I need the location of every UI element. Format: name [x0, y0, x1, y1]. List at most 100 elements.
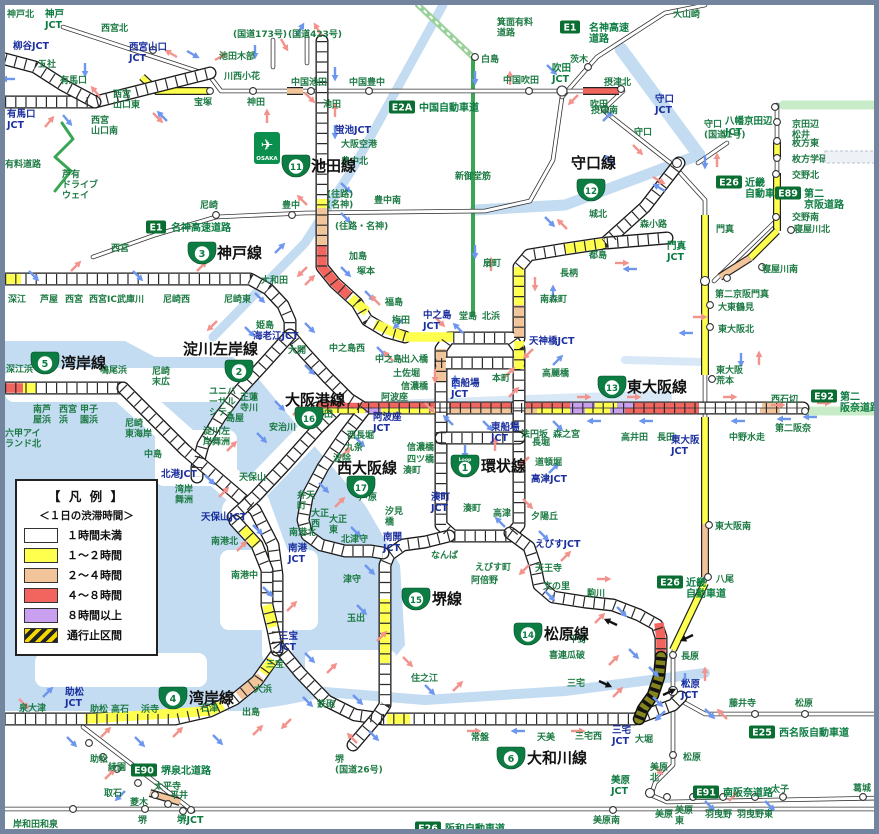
svg-text:E92: E92 — [814, 392, 834, 403]
route-badge-15: 15 — [401, 587, 431, 611]
interchange-dot — [288, 211, 296, 219]
interchange-dot — [723, 274, 731, 282]
congestion-segment — [239, 525, 261, 549]
place-label: 福島 — [384, 296, 403, 308]
place-label: 西宮 — [65, 293, 83, 305]
place-label: 神田 — [247, 96, 265, 108]
congestion-segment — [373, 319, 407, 342]
place-label: 深江 — [8, 293, 26, 305]
traffic-direction-arrow-icon — [104, 768, 116, 780]
expressway-road-fill — [696, 141, 729, 165]
route-name-label: 大和川線 — [527, 749, 587, 767]
traffic-direction-arrow-icon — [256, 432, 268, 444]
route-badge-3: 3 — [187, 241, 217, 265]
hanshin-road-fill — [297, 403, 389, 559]
traffic-direction-arrow-icon — [244, 326, 256, 338]
expressway-congestion-segment — [718, 255, 752, 280]
interchange-dot — [69, 805, 77, 813]
interchange-dot — [669, 651, 677, 659]
traffic-direction-arrow-icon — [604, 154, 616, 166]
place-label: 美原北 — [650, 761, 668, 784]
place-label: 喜連瓜破 — [549, 649, 586, 661]
road-ticks — [514, 159, 683, 338]
expressway-name-label: 南阪奈道路 — [723, 786, 774, 799]
traffic-direction-arrow-icon — [340, 266, 352, 278]
interchange-dot — [99, 753, 107, 761]
traffic-direction-arrow-icon — [186, 49, 200, 59]
place-label: 五社 — [38, 58, 56, 70]
traffic-direction-arrow-icon — [318, 482, 330, 494]
place-label: 都島 — [588, 249, 607, 261]
route-name-label: 西大阪線 — [337, 459, 397, 477]
place-label: 長柄 — [560, 267, 578, 279]
traffic-direction-arrow-icon — [274, 242, 286, 254]
interchange-dot — [706, 301, 714, 309]
place-label: 出入橋 — [401, 353, 429, 365]
place-label: 鳴尾浜 — [100, 364, 127, 376]
place-label: 道頓堀 — [535, 456, 562, 468]
place-label: 葛城 — [852, 782, 871, 794]
place-label: 助松 — [90, 703, 108, 715]
place-label: 東大阪北 — [718, 323, 754, 335]
legend-swatch — [24, 607, 58, 623]
traffic-direction-arrow-icon — [304, 92, 316, 104]
place-label: 湾岸舞洲 — [175, 483, 193, 506]
traffic-direction-arrow-icon — [132, 270, 144, 282]
place-label: 大堀 — [635, 733, 653, 745]
interchange-dot — [365, 87, 373, 95]
place-label: 堺(国道26号) — [335, 753, 383, 776]
junction-label: 高津JCT — [531, 473, 568, 485]
traffic-direction-arrow-icon — [18, 698, 30, 710]
interchange-dot — [801, 407, 809, 415]
traffic-direction-arrow-icon — [681, 673, 689, 688]
place-label: 中野 — [729, 431, 747, 443]
expressway-code-plate — [693, 785, 719, 799]
place-label: 松原 — [795, 697, 813, 709]
svg-text:1: 1 — [462, 463, 469, 474]
svg-text:E26: E26 — [418, 824, 438, 834]
traffic-direction-arrow-icon — [424, 684, 436, 696]
place-label: 正蓮寺川 — [240, 391, 258, 414]
place-label: 吹田 — [590, 98, 608, 110]
traffic-direction-arrow-icon — [262, 586, 274, 598]
traffic-direction-arrow-icon — [156, 110, 168, 122]
place-label: 中国豊中 — [349, 76, 385, 88]
river — [621, 356, 709, 366]
road-ticks — [436, 333, 524, 541]
interchange-dot — [705, 521, 713, 529]
place-label: 土佐堀 — [393, 367, 420, 379]
road-ticks — [231, 517, 282, 651]
place-label: 枚方学研 — [792, 153, 828, 165]
traffic-direction-arrow-icon — [218, 486, 230, 498]
junction-label: 北港JCT — [161, 468, 198, 480]
traffic-direction-arrow-icon — [693, 313, 708, 321]
traffic-direction-arrow-icon — [622, 265, 637, 273]
place-label: (国道173号) — [233, 28, 287, 40]
road-ticks — [5, 54, 98, 107]
traffic-direction-arrow-icon — [326, 662, 338, 674]
traffic-direction-arrow-icon — [442, 414, 454, 426]
place-label: 松原 — [683, 751, 701, 763]
place-label: 菱木 — [130, 796, 149, 808]
interchange-dot — [187, 806, 195, 814]
traffic-direction-arrow-icon — [114, 790, 126, 802]
place-label: 加島 — [348, 250, 367, 262]
traffic-direction-arrow-icon — [508, 386, 520, 398]
traffic-direction-arrow-icon — [70, 260, 82, 272]
place-label: 太平寺 — [153, 780, 181, 792]
traffic-direction-arrow-icon — [392, 318, 404, 330]
traffic-direction-arrow-icon — [652, 764, 664, 776]
legend-item-label: １～２時間 — [67, 549, 122, 562]
place-label: 摂津南 — [591, 104, 618, 116]
hanshin-road-fill — [227, 405, 341, 523]
place-label: 白島 — [481, 53, 499, 65]
place-label: 箕面有料道路 — [496, 16, 533, 39]
closure-arrow-icon — [662, 688, 677, 697]
place-label: 島屋 — [226, 412, 244, 424]
legend-item-label: 通行止区間 — [67, 629, 122, 642]
route-badge-12: 12 — [576, 178, 606, 202]
